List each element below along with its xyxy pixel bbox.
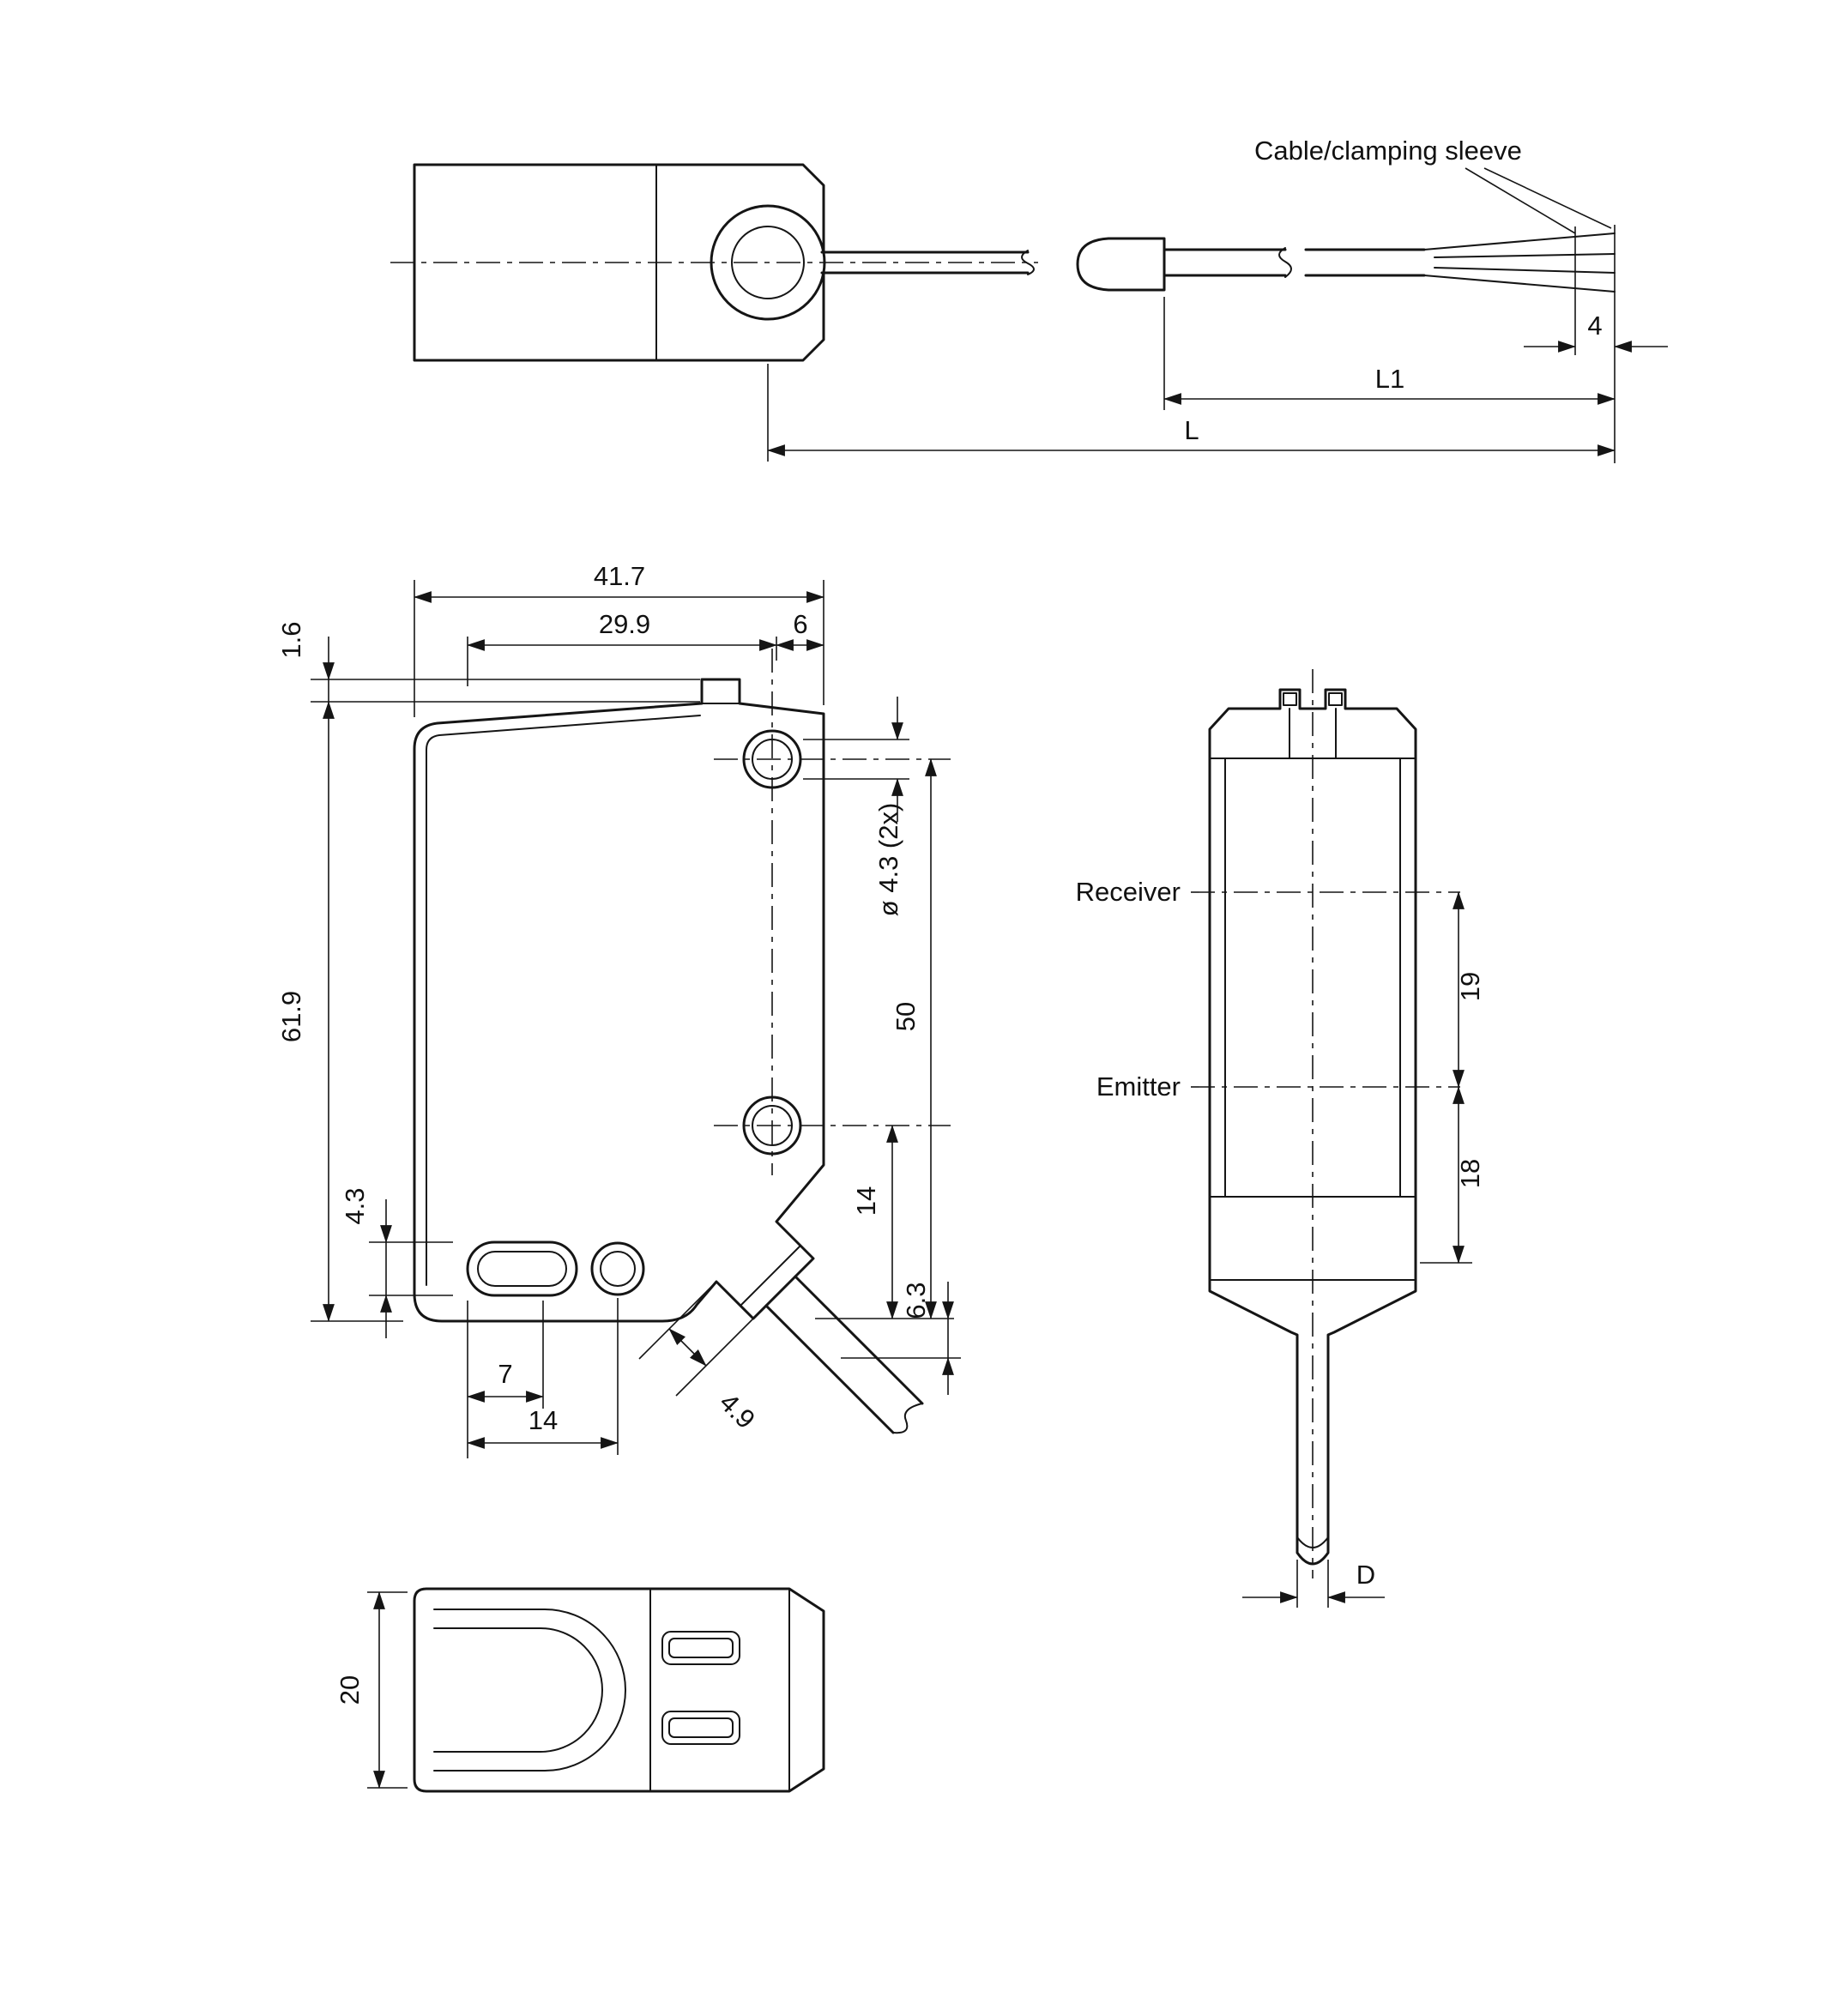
bottom-view-dimensions: 20 [335,1591,408,1789]
dim-l: L [1184,415,1199,445]
top-view: Cable/clamping sleeve 4 L1 L [390,136,1668,463]
label-cable-clamping-sleeve: Cable/clamping sleeve [1254,136,1522,166]
dim-indicator-height: 4.3 [340,1187,370,1224]
dim-total-width: 41.7 [594,561,645,591]
top-view-annotations: Cable/clamping sleeve 4 L1 L [767,136,1668,463]
label-receiver: Receiver [1076,877,1181,907]
dim-receiver-emitter: 19 [1455,972,1485,1001]
front-view-dimensions: 41.7 29.9 6 1.6 61.9 4.3 [276,561,961,1458]
dim-slot-a: 7 [498,1359,512,1389]
dim-slot-b: 14 [528,1405,558,1435]
dim-cable-offset: 4.9 [714,1387,761,1434]
bottom-view-body [413,1587,825,1793]
dim-cable-diameter: D [1356,1560,1375,1590]
dim-hole-edge: 6 [793,609,807,639]
dim-depth: 20 [335,1675,365,1705]
dim-hole-diameter: ø 4.3 (2x) [873,803,903,917]
dim-l1: L1 [1375,364,1404,394]
dim-hole-span: 50 [891,1002,921,1031]
front-view-centerlines [714,649,951,1175]
front-view: 41.7 29.9 6 1.6 61.9 4.3 [276,561,961,1458]
dim-hole-bottom: 14 [851,1186,881,1216]
side-view: Receiver Emitter 19 18 D [1076,669,1485,1608]
side-view-centerlines [1191,669,1460,1578]
dim-sleeve-length: 4 [1587,311,1602,341]
side-view-body [1208,688,1417,1566]
front-view-body [413,678,924,1434]
top-view-cable [820,232,1616,293]
side-view-dimensions: 19 18 D [1242,891,1485,1608]
dim-emitter-ref: 18 [1455,1159,1485,1188]
dim-total-height: 61.9 [276,991,306,1042]
dim-lip-height: 1.6 [276,621,306,658]
dim-hole-offset: 29.9 [599,609,650,639]
label-emitter: Emitter [1096,1071,1181,1102]
dim-gland-offset: 6.3 [901,1282,931,1319]
bottom-view: 20 [335,1587,825,1793]
